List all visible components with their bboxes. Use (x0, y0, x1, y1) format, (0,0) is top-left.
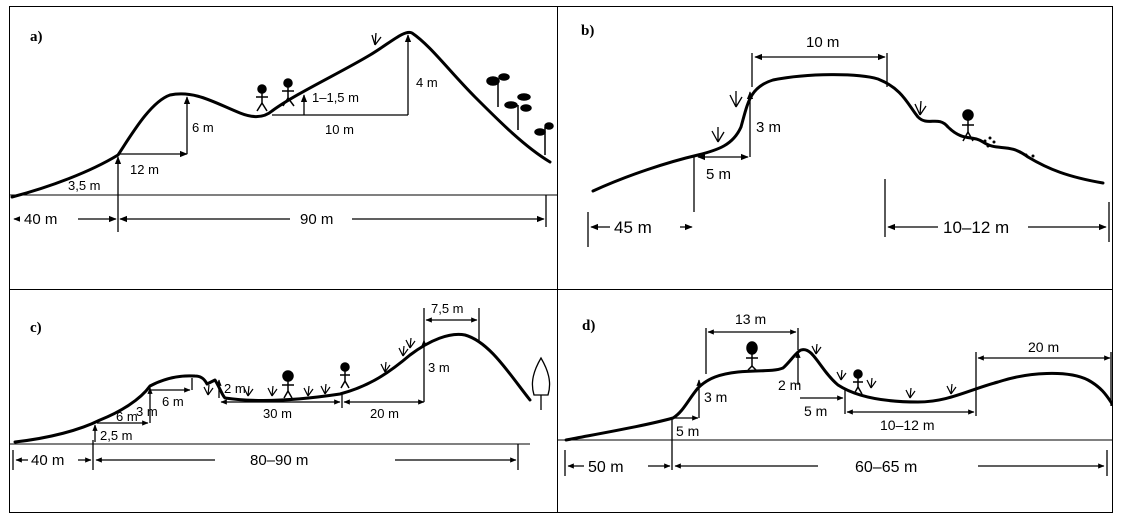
dim-label: 3 m (704, 389, 727, 405)
dim-label: 3 m (136, 404, 158, 419)
panel-c: c) 2,5 m 6 m 3 m 6 m 2 m 30 m 20 m 3 (9, 289, 558, 513)
terrain-profile (10, 30, 552, 199)
dim-label: 10 m (806, 34, 839, 51)
dim-label: 5 m (706, 166, 731, 183)
shrub-icon (203, 337, 416, 397)
terrain-profile (591, 73, 1105, 193)
dim-label: 6 m (192, 120, 214, 135)
person-figure (256, 84, 268, 112)
dim-label: 13 m (735, 311, 766, 327)
shrub-icon (811, 343, 957, 399)
panel-label: b) (581, 23, 595, 39)
panel-label: a) (30, 29, 43, 45)
distance-label: 10–12 m (943, 218, 1009, 237)
tree-icon (531, 356, 551, 410)
distance-label: 45 m (614, 218, 652, 237)
dim-label: 3 m (756, 119, 781, 136)
shrub-icon (914, 100, 927, 116)
dim-label: 2 m (224, 381, 246, 396)
distance-label: 90 m (300, 211, 333, 228)
dim-label: 6 m (116, 409, 138, 424)
person-figure (853, 369, 863, 395)
dim-label: 5 m (676, 423, 699, 439)
panel-b: b) 5 m 3 m 10 m 45 m 10–12 m (557, 6, 1113, 290)
distance-label: 60–65 m (855, 459, 917, 476)
stones-icon (983, 136, 1035, 158)
dim-label: 7,5 m (431, 301, 464, 316)
dim-label: 3 m (428, 360, 450, 375)
panel-a: a) 3,5 m 12 m 6 m 1–1,5 m 10 m 4 m (9, 6, 558, 290)
dim-label: 2,5 m (100, 428, 133, 443)
terrain-profile (564, 348, 1112, 442)
dim-label: 10–12 m (880, 417, 934, 433)
dim-label: 12 m (130, 162, 159, 177)
person-figure (340, 362, 350, 389)
tree-icon (534, 122, 554, 155)
dim-label: 20 m (1028, 339, 1059, 355)
dim-label: 1–1,5 m (312, 90, 359, 105)
panel-label: c) (30, 320, 42, 336)
profile-diagram-d: 5 m 3 m 13 m 2 m 5 m 10–12 m 20 m 50 m 6… (558, 311, 1112, 476)
shrub-icon (711, 127, 725, 143)
tree-icon (504, 93, 532, 130)
person-figure (962, 109, 974, 142)
distance-label: 50 m (588, 459, 624, 476)
person-figure (282, 370, 294, 399)
panel-d: d) 5 m 3 m 13 m 2 m 5 m 10–12 m (557, 289, 1113, 513)
profile-diagram-b: 5 m 3 m 10 m 45 m 10–12 m (587, 34, 1110, 247)
profile-diagram-a: 3,5 m 12 m 6 m 1–1,5 m 10 m 4 m 40 m 90 … (10, 30, 557, 232)
dim-label: 5 m (804, 403, 827, 419)
shrub-icon (729, 91, 743, 108)
panel-label: d) (582, 318, 596, 334)
dim-label: 6 m (162, 394, 184, 409)
distance-label: 40 m (24, 211, 57, 228)
shrub-icon (371, 32, 382, 46)
person-figure (282, 78, 295, 107)
dim-label: 10 m (325, 122, 354, 137)
dim-label: 3,5 m (68, 178, 101, 193)
distance-label: 80–90 m (250, 452, 308, 469)
dim-label: 30 m (263, 406, 292, 421)
dim-label: 4 m (416, 75, 438, 90)
dim-label: 2 m (778, 377, 801, 393)
terrain-profile (13, 332, 532, 444)
tree-icon (486, 73, 510, 107)
dim-label: 20 m (370, 406, 399, 421)
distance-label: 40 m (31, 452, 64, 469)
profile-diagram-c: 2,5 m 6 m 3 m 6 m 2 m 30 m 20 m 3 m 7,5 … (10, 301, 551, 470)
person-figure (746, 341, 758, 371)
